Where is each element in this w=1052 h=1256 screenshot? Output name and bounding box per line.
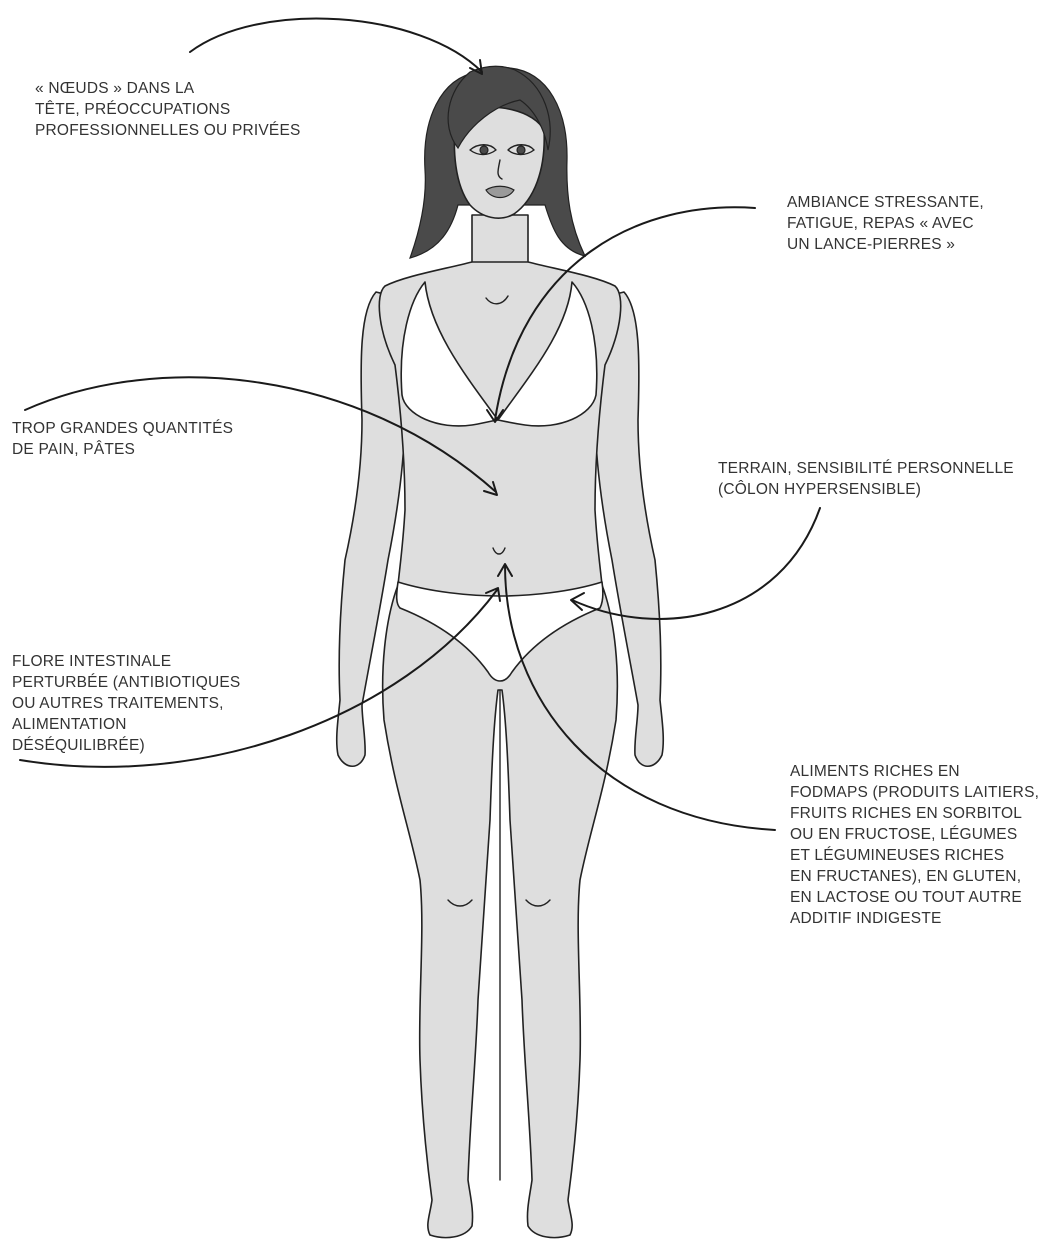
label-line: EN LACTOSE OU TOUT AUTRE <box>790 887 1039 908</box>
label-line: TÊTE, PRÉOCCUPATIONS <box>35 99 301 120</box>
label-line: FLORE INTESTINALE <box>12 651 240 672</box>
label-line: (CÔLON HYPERSENSIBLE) <box>718 479 1014 500</box>
label-line: « NŒUDS » DANS LA <box>35 78 301 99</box>
label-bread-pasta: TROP GRANDES QUANTITÉS DE PAIN, PÂTES <box>12 418 233 460</box>
label-line: OU EN FRUCTOSE, LÉGUMES <box>790 824 1039 845</box>
label-line: ET LÉGUMINEUSES RICHES <box>790 845 1039 866</box>
label-line: TERRAIN, SENSIBILITÉ PERSONNELLE <box>718 458 1014 479</box>
label-intestinal-flora: FLORE INTESTINALE PERTURBÉE (ANTIBIOTIQU… <box>12 651 240 756</box>
label-line: UN LANCE-PIERRES » <box>787 234 984 255</box>
label-line: ALIMENTS RICHES EN <box>790 761 1039 782</box>
woman-figure <box>337 66 664 1237</box>
label-line: PERTURBÉE (ANTIBIOTIQUES <box>12 672 240 693</box>
left-iris <box>480 146 488 154</box>
label-head-concerns: « NŒUDS » DANS LA TÊTE, PRÉOCCUPATIONS P… <box>35 78 301 141</box>
label-line: OU AUTRES TRAITEMENTS, <box>12 693 240 714</box>
label-stress: AMBIANCE STRESSANTE, FATIGUE, REPAS « AV… <box>787 192 984 255</box>
label-line: AMBIANCE STRESSANTE, <box>787 192 984 213</box>
label-line: DÉSÉQUILIBRÉE) <box>12 735 240 756</box>
label-line: FODMAPS (PRODUITS LAITIERS, <box>790 782 1039 803</box>
label-line: DE PAIN, PÂTES <box>12 439 233 460</box>
arrow-head-concerns <box>190 19 482 72</box>
label-line: FATIGUE, REPAS « AVEC <box>787 213 984 234</box>
label-line: EN FRUCTANES), EN GLUTEN, <box>790 866 1039 887</box>
label-line: ALIMENTATION <box>12 714 240 735</box>
label-terrain: TERRAIN, SENSIBILITÉ PERSONNELLE (CÔLON … <box>718 458 1014 500</box>
right-iris <box>517 146 525 154</box>
label-line: TROP GRANDES QUANTITÉS <box>12 418 233 439</box>
label-line: PROFESSIONNELLES OU PRIVÉES <box>35 120 301 141</box>
label-fodmaps: ALIMENTS RICHES EN FODMAPS (PRODUITS LAI… <box>790 761 1039 929</box>
label-line: ADDITIF INDIGESTE <box>790 908 1039 929</box>
label-line: FRUITS RICHES EN SORBITOL <box>790 803 1039 824</box>
